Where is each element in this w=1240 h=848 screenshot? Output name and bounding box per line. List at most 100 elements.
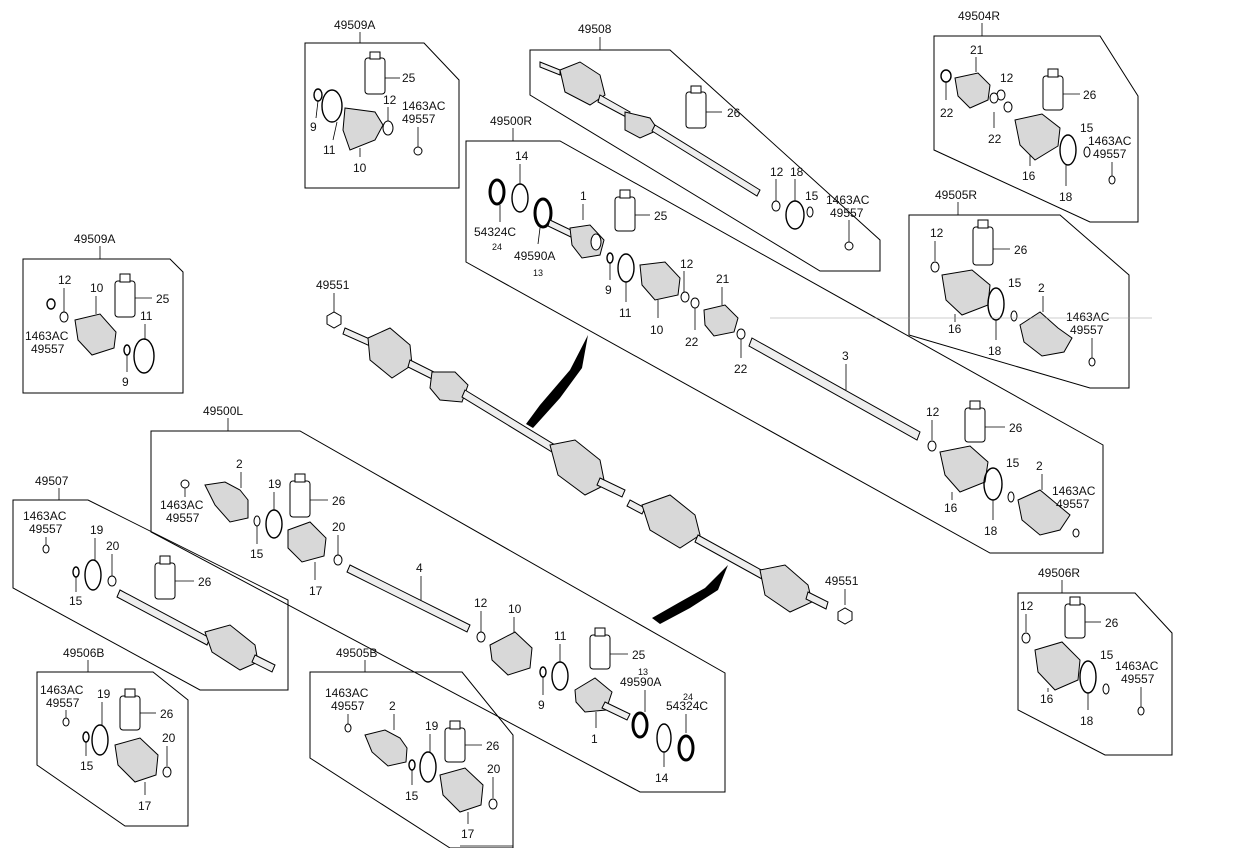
part-label: 1463AC xyxy=(160,498,204,512)
part-label: 54324C xyxy=(666,699,708,713)
part-label: 14 xyxy=(655,771,669,785)
part-label: 16 xyxy=(1040,692,1054,706)
part-label: 13 xyxy=(638,667,648,677)
part-label: 19 xyxy=(268,477,282,491)
part-label: 1463AC xyxy=(23,509,67,523)
part-label: 9 xyxy=(605,283,612,297)
part-label: 49590A xyxy=(620,675,661,689)
part-label: 10 xyxy=(508,602,522,616)
part-label: 26 xyxy=(332,494,346,508)
part-label: 18 xyxy=(1080,714,1094,728)
part-label: 12 xyxy=(770,165,784,179)
part-label: 11 xyxy=(323,143,336,157)
group-49509a-left[interactable]: 49509A 12 10 25 11 1463AC 49557 9 xyxy=(22,232,184,394)
part-label: 20 xyxy=(162,731,176,745)
part-label: 1463AC xyxy=(25,329,69,343)
group-title: 49500R xyxy=(490,114,532,128)
nut-bottom xyxy=(837,607,853,625)
part-label: 1463AC xyxy=(826,193,870,207)
part-label: 20 xyxy=(332,520,346,534)
part-label: 16 xyxy=(1022,169,1036,183)
group-49506b[interactable]: 49506B 1463AC 49557 19 26 15 20 17 xyxy=(36,646,189,827)
part-label: 2 xyxy=(1038,281,1045,295)
part-label: 49557 xyxy=(1056,497,1090,511)
part-label: 26 xyxy=(1014,243,1028,257)
part-label: 49590A xyxy=(514,249,555,263)
part-label: 49557 xyxy=(46,696,80,710)
group-title: 49507 xyxy=(35,474,69,488)
part-label: 49557 xyxy=(1121,672,1155,686)
part-label: 16 xyxy=(948,322,962,336)
part-label: 26 xyxy=(160,707,174,721)
part-label: 22 xyxy=(988,132,1002,146)
part-label: 9 xyxy=(310,120,317,134)
group-title: 49500L xyxy=(203,404,243,418)
group-title: 49505R xyxy=(935,188,977,202)
part-label: 12 xyxy=(926,405,940,419)
part-label: 16 xyxy=(944,501,958,515)
part-label: 21 xyxy=(970,43,984,57)
nut-label-bottom: 49551 xyxy=(825,574,859,588)
part-label: 25 xyxy=(632,648,646,662)
part-label: 49557 xyxy=(29,522,63,536)
part-label: 1463AC xyxy=(1066,310,1110,324)
part-label: 12 xyxy=(1020,599,1034,613)
part-label: 18 xyxy=(1059,190,1073,204)
part-label: 49557 xyxy=(1070,323,1104,337)
part-label: 26 xyxy=(1009,421,1023,435)
part-label: 15 xyxy=(250,547,264,561)
part-label: 1463AC xyxy=(40,683,84,697)
part-label: 26 xyxy=(486,739,500,753)
part-label: 49557 xyxy=(1093,147,1127,161)
group-title: 49506R xyxy=(1038,566,1080,580)
part-label: 14 xyxy=(515,149,529,163)
group-title: 49509A xyxy=(334,18,375,32)
group-49504r[interactable]: 49504R 21 12 22 26 22 15 1463AC 49557 16… xyxy=(933,9,1139,223)
part-label: 15 xyxy=(405,789,419,803)
part-label: 18 xyxy=(790,165,804,179)
part-label: 22 xyxy=(685,335,699,349)
group-49505b[interactable]: 49505B 1463AC 49557 2 19 26 15 20 17 xyxy=(309,646,514,848)
part-label: 1 xyxy=(580,189,587,203)
part-label: 2 xyxy=(389,699,396,713)
central-shaft-assembly[interactable]: 49551 49551 xyxy=(316,278,859,625)
part-label: 22 xyxy=(734,362,748,376)
group-49500l[interactable]: 49500L 2 1463AC 49557 19 15 26 20 17 4 1… xyxy=(150,404,726,793)
group-49508[interactable]: 49508 26 12 18 15 1463AC 49557 xyxy=(529,22,881,272)
group-49507[interactable]: 49507 1463AC 49557 19 20 15 26 xyxy=(12,474,289,691)
part-label: 19 xyxy=(97,687,111,701)
part-label: 20 xyxy=(106,539,120,553)
part-label: 19 xyxy=(425,719,439,733)
group-49509a-top[interactable]: 49509A 25 9 12 1463AC 49557 11 10 xyxy=(304,18,460,189)
part-label: 25 xyxy=(156,292,170,306)
part-label: 54324C xyxy=(474,225,516,239)
part-label: 21 xyxy=(716,272,730,286)
part-label: 26 xyxy=(727,106,741,120)
part-label: 49557 xyxy=(166,511,200,525)
group-title: 49505B xyxy=(336,646,377,660)
group-49506r[interactable]: 49506R 12 26 16 18 15 1463AC 49557 xyxy=(1017,566,1173,756)
part-label: 18 xyxy=(984,524,998,538)
nut-label-top: 49551 xyxy=(316,278,350,292)
part-label: 12 xyxy=(930,226,944,240)
part-label: 12 xyxy=(383,93,397,107)
part-label: 15 xyxy=(1100,648,1114,662)
part-label: 3 xyxy=(842,349,849,363)
group-49500r[interactable]: 49500R 14 1 25 54324C 24 49590A 13 9 11 … xyxy=(465,114,1104,554)
part-label: 26 xyxy=(1083,88,1097,102)
group-49505r[interactable]: 49505R 12 26 16 18 15 2 1463AC 49557 xyxy=(908,188,1130,389)
part-label: 10 xyxy=(650,323,664,337)
part-label: 13 xyxy=(533,268,543,278)
part-label: 9 xyxy=(122,375,129,389)
part-label: 20 xyxy=(487,762,501,776)
part-label: 12 xyxy=(474,596,488,610)
part-label: 9 xyxy=(538,698,545,712)
part-label: 17 xyxy=(461,827,475,841)
part-label: 2 xyxy=(1036,459,1043,473)
part-label: 15 xyxy=(80,759,94,773)
part-label: 19 xyxy=(90,523,104,537)
part-label: 25 xyxy=(654,209,668,223)
part-label: 49557 xyxy=(402,112,436,126)
part-label: 15 xyxy=(1008,276,1022,290)
